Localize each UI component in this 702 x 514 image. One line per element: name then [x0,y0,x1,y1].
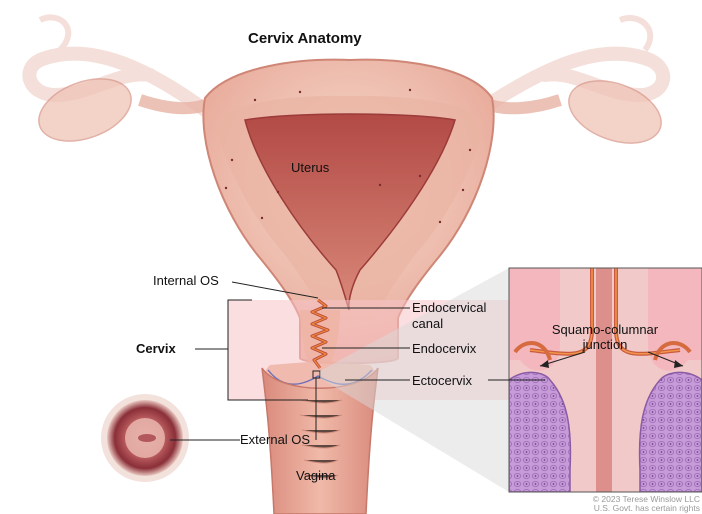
label-endocervical-canal-2: canal [412,316,443,331]
external-os-view [101,394,189,482]
label-endocervix: Endocervix [412,341,476,356]
label-internal-os: Internal OS [153,273,219,288]
label-squamo-2: junction [545,337,665,352]
diagram-title: Cervix Anatomy [248,31,362,46]
copyright-line-2: U.S. Govt. has certain rights [594,503,700,513]
label-vagina: Vagina [296,468,336,483]
label-external-os: External OS [240,432,310,447]
label-ectocervix: Ectocervix [412,373,472,388]
label-squamo-1: Squamo-columnar [545,322,665,337]
label-cervix: Cervix [136,341,176,356]
label-endocervical-canal-1: Endocervical [412,300,486,315]
label-uterus: Uterus [291,160,329,175]
